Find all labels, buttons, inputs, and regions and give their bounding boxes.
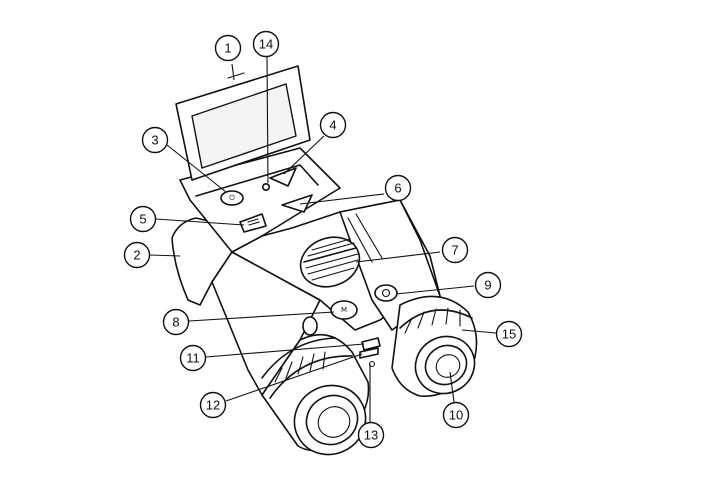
svg-text:4: 4 [329, 118, 336, 133]
power-button[interactable]: ⏻ [220, 190, 244, 206]
callout-7: 7 [441, 236, 469, 264]
callout-11: 11 [179, 344, 207, 372]
callout-8: 8 [162, 308, 190, 336]
top-control-panel [179, 147, 341, 253]
svg-text:14: 14 [259, 37, 273, 52]
callout-13: 13 [357, 421, 385, 449]
leader-lines [149, 56, 497, 422]
callout-14: 14 [252, 30, 280, 58]
svg-text:⏻: ⏻ [229, 194, 235, 202]
mode-button[interactable]: M [330, 300, 358, 320]
svg-text:3: 3 [151, 133, 158, 148]
callout-9: 9 [474, 271, 502, 299]
focus-wheel[interactable] [294, 229, 367, 295]
callout-1: 1 [214, 34, 242, 62]
svg-text:15: 15 [502, 327, 516, 342]
usb-port [361, 337, 381, 351]
svg-text:11: 11 [186, 351, 200, 366]
indicator-light [261, 183, 270, 192]
menu-button[interactable] [239, 213, 267, 233]
svg-text:8: 8 [172, 315, 179, 330]
svg-text:12: 12 [206, 398, 220, 413]
left-objective-lens [293, 384, 367, 456]
flip-lcd-screen [175, 65, 311, 181]
svg-text:10: 10 [449, 408, 463, 423]
svg-text:5: 5 [139, 212, 146, 227]
mode-button-label: M [341, 306, 347, 314]
callout-2: 2 [123, 241, 151, 269]
svg-text:1: 1 [224, 41, 231, 56]
callout-3: 3 [141, 126, 169, 154]
svg-text:13: 13 [364, 428, 378, 443]
shutter-button[interactable] [374, 284, 398, 302]
strap-lug [302, 316, 318, 336]
callout-12: 12 [199, 391, 227, 419]
callout-10: 10 [442, 401, 470, 429]
callout-5: 5 [129, 205, 157, 233]
callout-4: 4 [319, 111, 347, 139]
card-slot [359, 347, 379, 368]
svg-text:6: 6 [394, 181, 401, 196]
right-objective-lens [414, 335, 476, 395]
up-button[interactable] [269, 167, 297, 187]
svg-text:7: 7 [451, 243, 458, 258]
svg-text:9: 9 [484, 278, 491, 293]
callout-15: 15 [495, 320, 523, 348]
svg-text:2: 2 [133, 248, 140, 263]
callout-6: 6 [384, 174, 412, 202]
